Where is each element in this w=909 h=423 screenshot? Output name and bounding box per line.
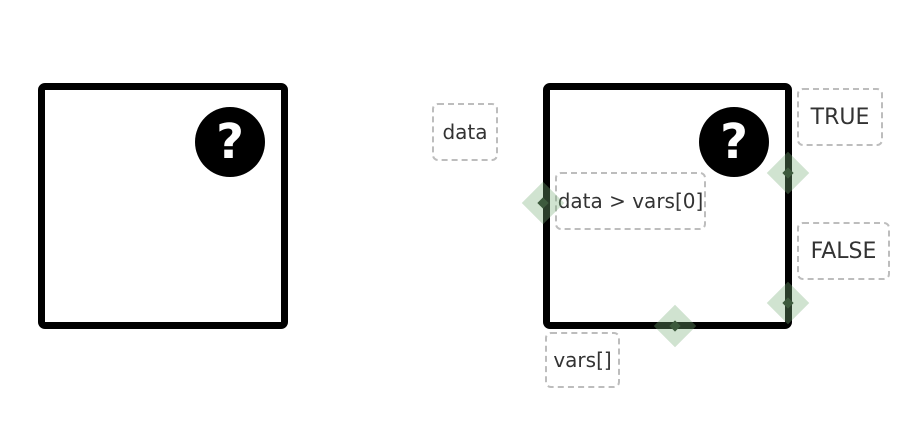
question-icon[interactable]: ? (195, 107, 265, 177)
output-label-true: TRUE (797, 88, 883, 146)
output-label-false: FALSE (797, 222, 890, 280)
condition-label: data > vars[0] (555, 172, 706, 230)
question-icon[interactable]: ? (699, 107, 769, 177)
variables-label: vars[] (545, 332, 620, 388)
block-node-empty[interactable]: ? (38, 83, 288, 329)
input-label-data: data (432, 103, 498, 161)
